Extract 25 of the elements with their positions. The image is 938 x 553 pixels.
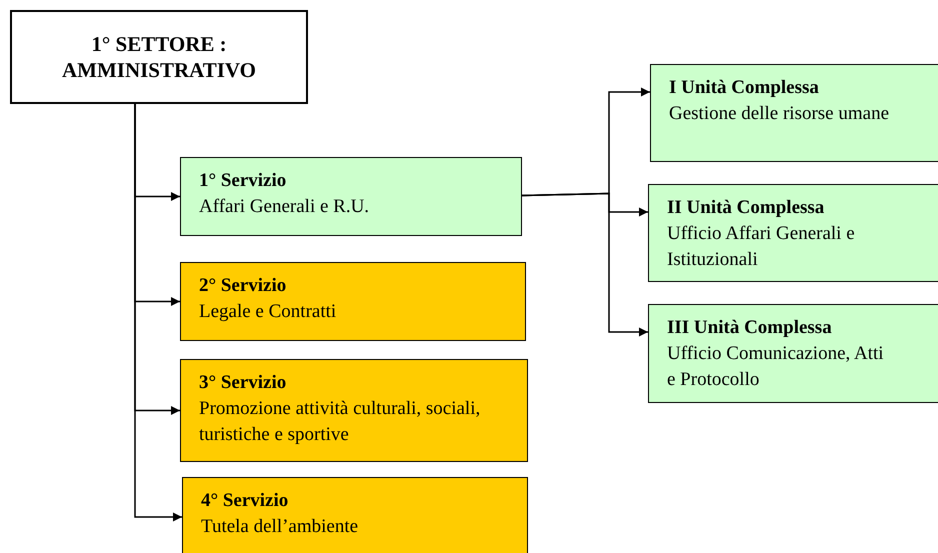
box-heading: 1° Servizio (199, 169, 288, 193)
box-heading: 3° Servizio (199, 371, 288, 395)
box-heading: II Unità Complessa (667, 196, 826, 220)
connector-arrow (522, 192, 648, 336)
service-box (180, 157, 522, 236)
box-description: Tutela dell’ambiente (201, 515, 360, 539)
box-description: Promozione attività culturali, sociali, turistiche e sportive (199, 397, 482, 447)
sector-box (10, 10, 308, 104)
box-description: Ufficio Affari Generali e Istituzionali (667, 222, 856, 272)
box-description: Legale e Contratti (199, 300, 338, 324)
sector-title: 1° SETTORE : AMMINISTRATIVO (60, 31, 258, 83)
box-heading: I Unità Complessa (669, 76, 820, 100)
service-box (182, 477, 528, 553)
box-heading: III Unità Complessa (667, 316, 833, 340)
service-box (180, 359, 528, 462)
box-heading: 2° Servizio (199, 274, 288, 298)
service-box (180, 262, 526, 341)
box-heading: 4° Servizio (201, 489, 290, 513)
box-description: Ufficio Comunicazione, Atti e Protocollo (667, 342, 885, 392)
service-box (650, 64, 938, 162)
connector-arrow (134, 104, 182, 522)
service-box (648, 184, 938, 282)
service-box (648, 304, 938, 403)
box-description: Affari Generali e R.U. (199, 195, 370, 219)
box-description: Gestione delle risorse umane (669, 102, 890, 126)
